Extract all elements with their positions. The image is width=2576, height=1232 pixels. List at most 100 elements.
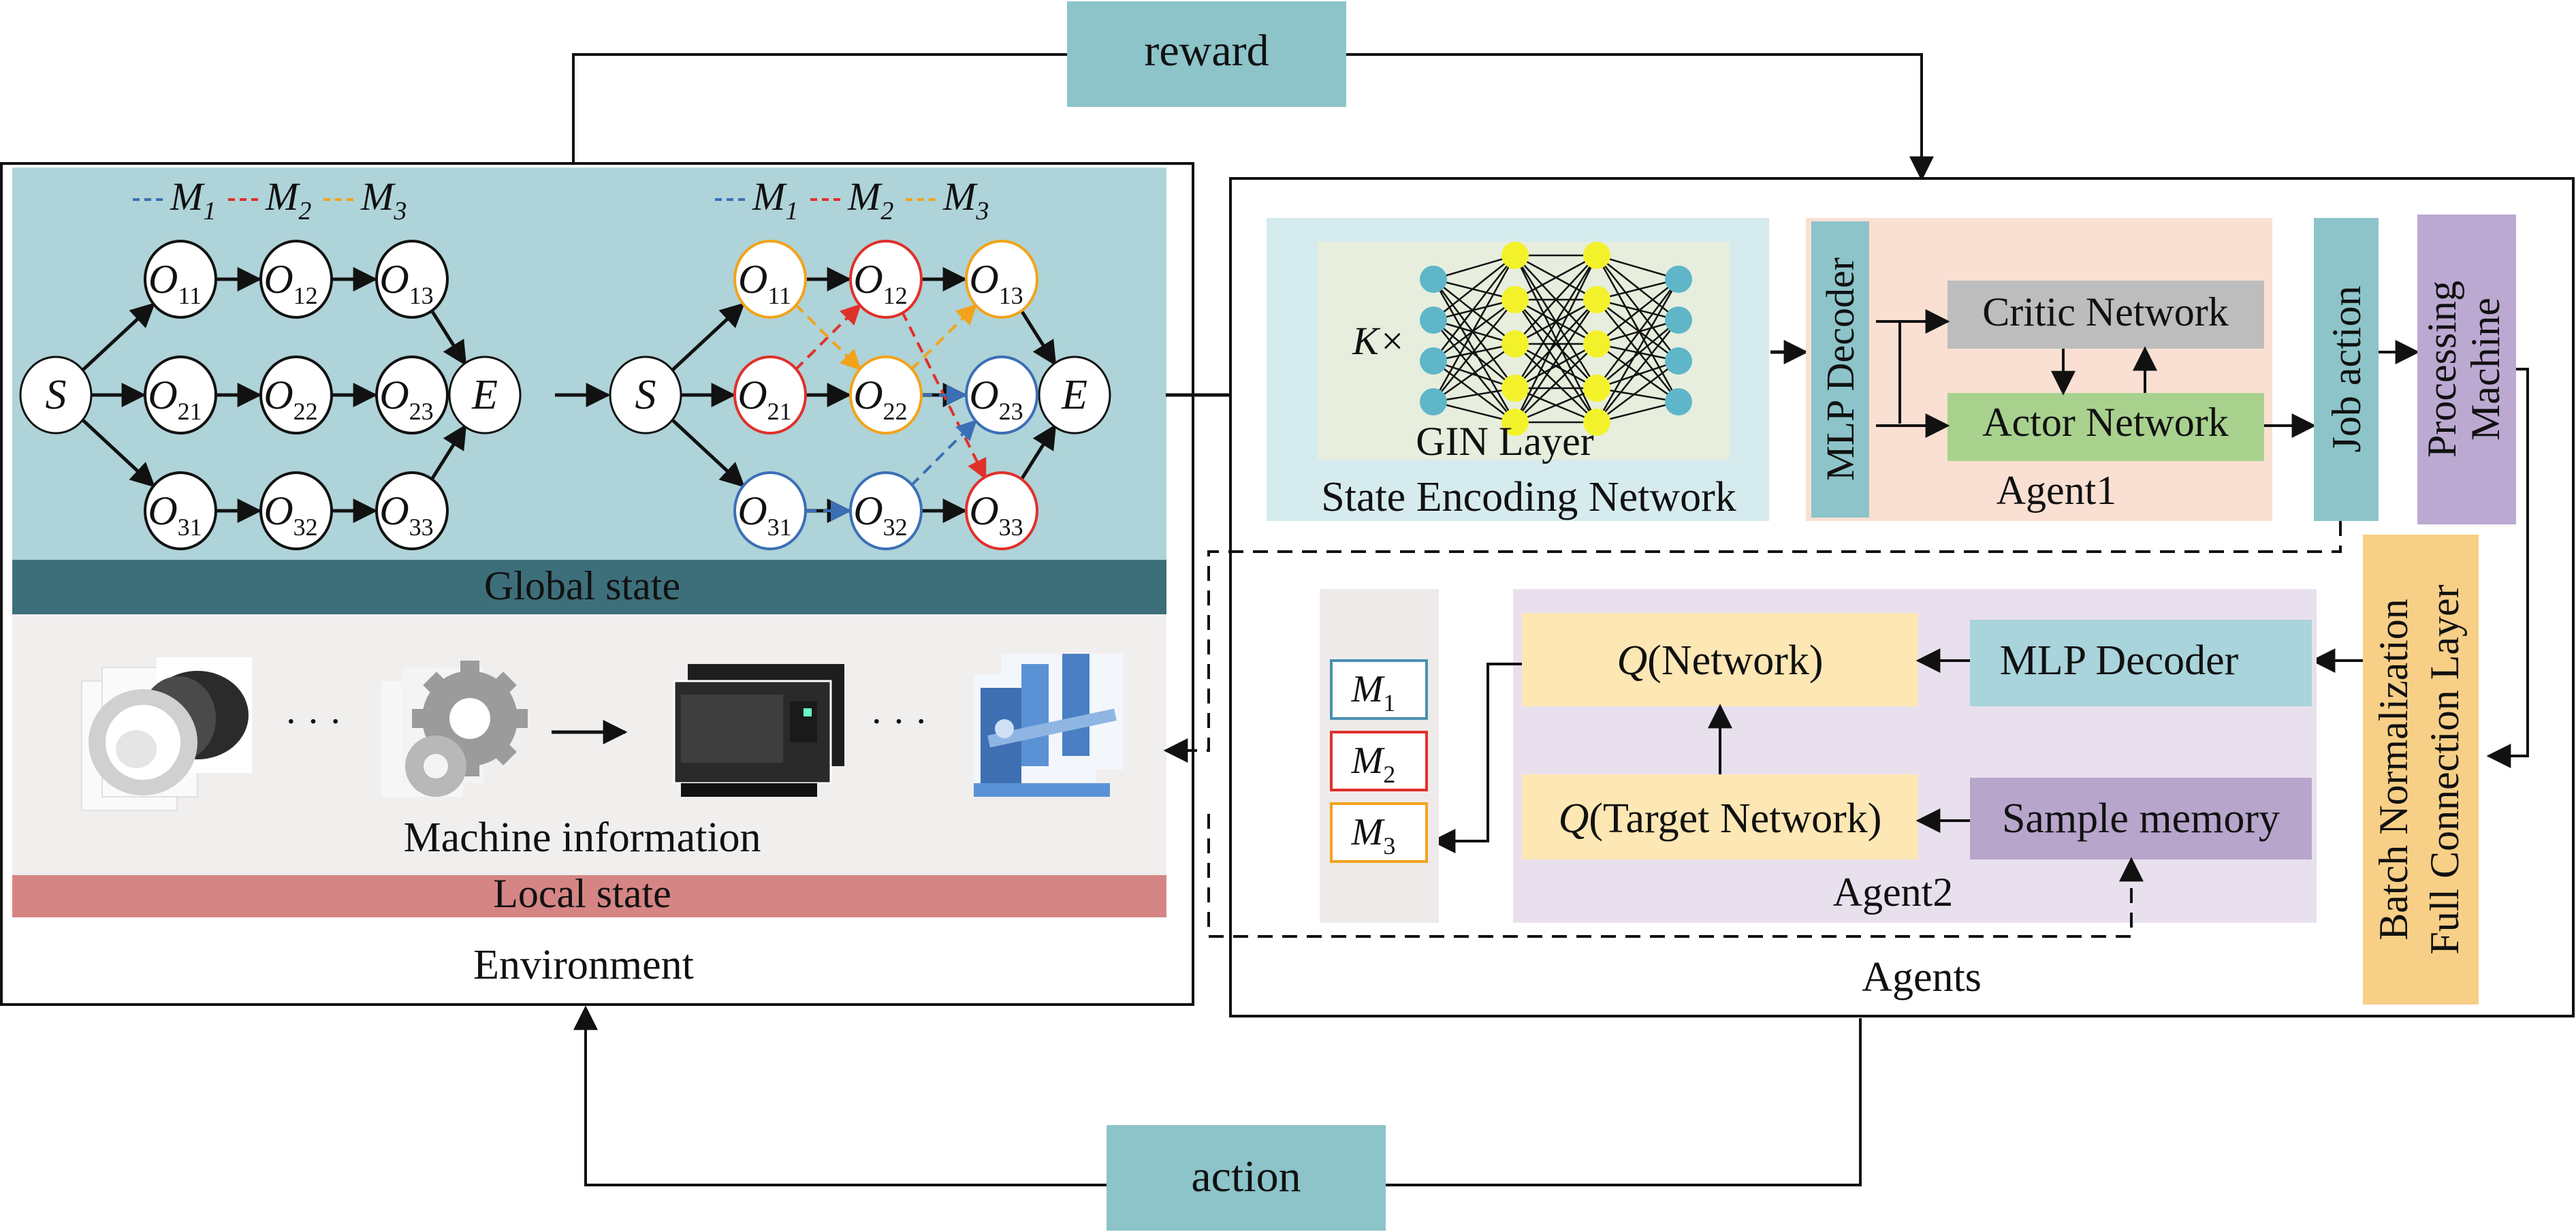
gin-neuron [1501,409,1529,436]
gin-connection [1514,255,1597,345]
operation-node-23 [375,356,449,435]
gin-connection [1596,279,1679,345]
gin-connection [1433,343,1516,403]
machine-edge [794,303,861,370]
mlp-decoder-vertical-box [1811,221,1869,518]
gin-connection [1596,319,1679,345]
agent1-label: Agent1 [1997,468,2117,513]
gin-connection [1596,319,1679,423]
precedence-edge [80,302,156,373]
reward-label: reward [1144,26,1269,76]
processing-machine-line1: Processing [2419,281,2464,458]
gin-connection [1433,400,1516,424]
operation-node-12 [259,240,333,319]
sample-memory-box [1970,778,2312,859]
gin-neuron [1501,242,1529,269]
operation-label-31: O31 [148,488,202,541]
precedence-edge [1019,424,1057,482]
gin-connection [1433,299,1516,402]
machine-tool-icon [673,664,844,797]
environment-caption: Environment [473,942,694,988]
legend-label-m1: M1 [752,174,798,225]
gin-neuron [1665,306,1692,334]
gear-icon [381,661,528,797]
gin-connection [1596,360,1679,390]
machine-box-m2 [1330,731,1428,791]
q-network-label: Q(Network) [1617,637,1823,684]
agent2-label: Agent2 [1833,870,1954,915]
actor-network-label: Actor Network [1982,400,2229,445]
operation-node-11 [144,240,217,319]
start-node [19,356,93,435]
global-state-bar [12,560,1166,614]
gin-neuron [1420,388,1447,415]
action-loop: action [573,1005,1862,1231]
precedence-edge [670,302,746,373]
local-state-label: Local state [493,871,671,916]
gin-connection [1433,254,1516,281]
operation-node-31 [144,471,217,550]
robot-cell-icon [974,654,1124,797]
gin-connection [1514,387,1597,424]
q-target-network-box [1522,774,1918,859]
state-encoding-label: State Encoding Network [1321,474,1736,520]
gin-neuron [1501,286,1529,313]
gin-connection [1595,255,1680,402]
operation-node-32 [849,471,923,550]
operation-node-21 [144,356,217,435]
gin-neuron [1420,347,1447,375]
gin-connection [1514,343,1597,390]
gin-connection [1433,255,1516,362]
gin-connection [1596,255,1679,362]
gin-connection [1596,255,1679,321]
end-node [1038,356,1111,435]
gin-connection [1433,278,1516,301]
machine-edge [910,304,977,371]
ellipsis-1: · · · [285,701,342,743]
gin-connection [1596,299,1679,362]
gin-neuron [1501,330,1529,358]
job-action-label: Job action [2324,286,2369,453]
gin-neuron [1583,242,1610,269]
gin-neuron [1420,306,1447,334]
gin-connection [1433,255,1516,321]
operation-node-13 [965,240,1038,319]
local-state-bar [12,875,1166,917]
machine-box-m1 [1330,659,1428,720]
operation-node-23 [965,356,1038,435]
machine-label-m2: M2 [1351,740,1396,788]
batch-norm-line1: Batch Normalization [2371,599,2416,941]
precedence-edge [429,424,467,482]
gin-connection [1596,360,1679,423]
q-network-box [1522,613,1918,706]
gin-neuron [1583,409,1610,436]
gin-connection [1596,278,1679,301]
gin-connection [1433,319,1516,423]
gin-connection [1596,254,1679,281]
batch-norm-line2: Full Connection Layer [2422,584,2467,954]
end-node-label: E [1061,372,1087,418]
k-times-label: K× [1352,319,1405,363]
operation-node-32 [259,471,333,550]
action-box [1107,1125,1386,1231]
agents-panel: Agents K× GIN Layer State Encoding Netwo… [1163,177,2575,1017]
end-node-label: E [471,372,498,418]
precedence-edge [429,308,467,366]
gin-connection [1596,343,1679,403]
processing-machine-line2: Machine [2463,298,2508,441]
gin-neuron [1420,266,1447,293]
gin-connection [1514,254,1597,301]
gin-connection [1433,343,1516,362]
operation-node-13 [375,240,449,319]
start-node-label: S [635,372,656,418]
gin-connection [1595,279,1680,423]
gin-layer-label: GIN Layer [1416,419,1594,464]
gin-connection [1596,387,1679,403]
machine-label-m3: M3 [1351,811,1396,859]
gin-neuron [1665,388,1692,415]
gin-connection [1596,298,1679,321]
gin-connection [1433,279,1516,389]
